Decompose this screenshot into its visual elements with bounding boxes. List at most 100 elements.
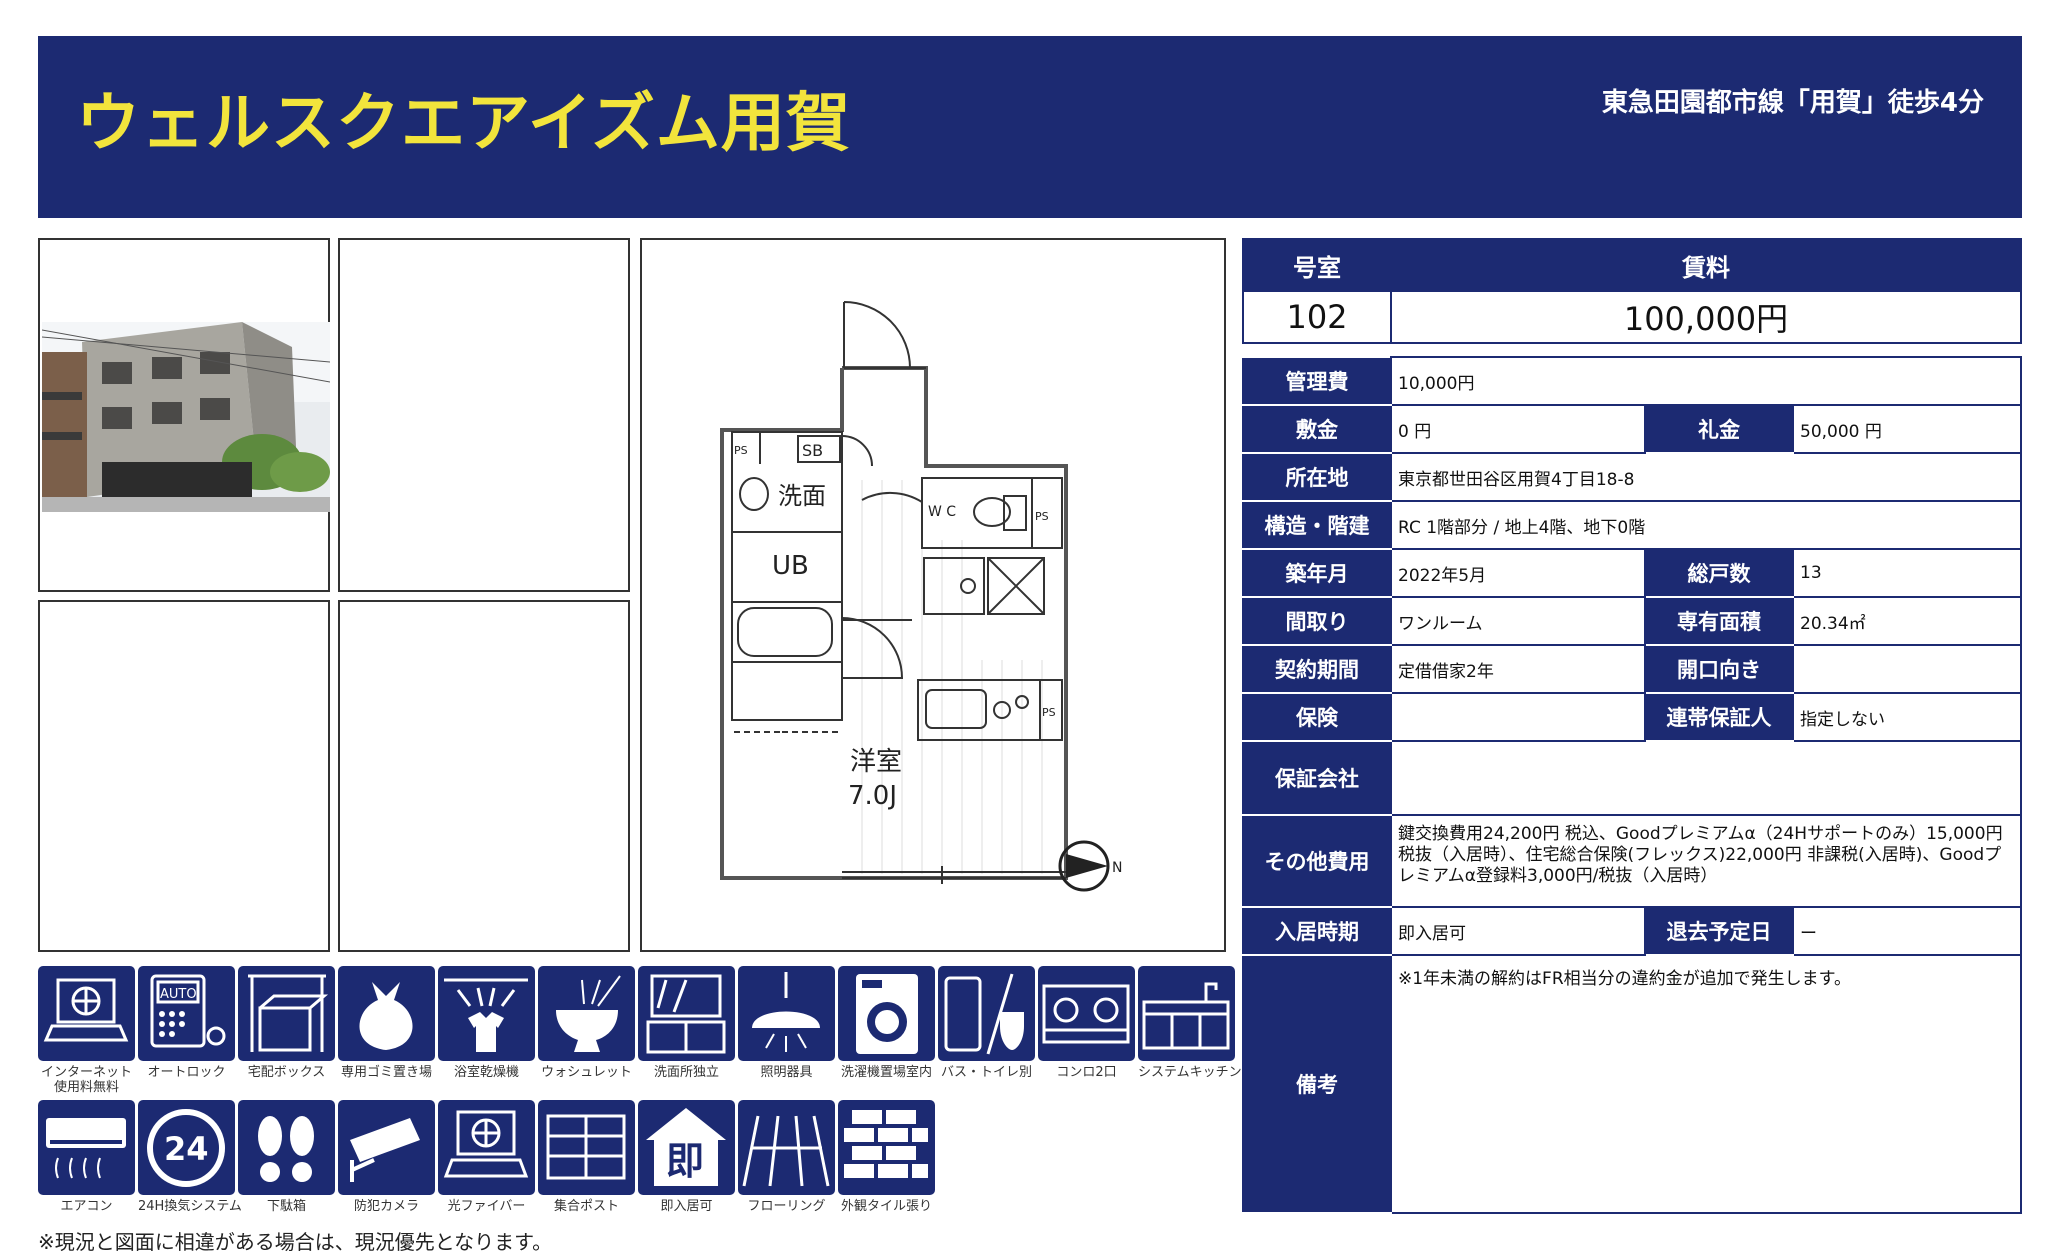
orientation-label: 開口向き [1644, 644, 1794, 694]
building-photo[interactable] [38, 238, 330, 592]
amenity-fiber-optic: 光ファイバー [438, 1100, 535, 1214]
amenity-washlet: ウォシュレット [538, 966, 635, 1080]
area-value: 20.34㎡ [1792, 596, 2022, 646]
amenity-garbage: 専用ゴミ置き場 [338, 966, 435, 1080]
security-camera-icon [350, 1118, 420, 1182]
room-label-ps-1: PS [734, 444, 748, 457]
amenity-label: フローリング [747, 1199, 826, 1214]
compass-label: N [1112, 860, 1122, 876]
fiber-optic-icon [443, 1110, 529, 1178]
property-title: ウェルスクエアイズム用賀 [76, 87, 851, 161]
photo-slot-2[interactable] [338, 238, 630, 592]
stove-icon [1042, 984, 1130, 1044]
built-label: 築年月 [1242, 548, 1392, 598]
room-number-label: 号室 [1242, 238, 1392, 292]
amenity-label: 集合ポスト [553, 1199, 619, 1214]
orientation-value [1792, 644, 2022, 694]
other-costs-label: その他費用 [1242, 814, 1392, 908]
amenity-label: 洗濯機置場室内 [840, 1065, 932, 1080]
amenity-label: 外観タイル張り [840, 1199, 932, 1214]
disclaimer-note: ※現況と図面に相違がある場合は、現況優先となります。 [38, 1230, 553, 1254]
mailbox-icon [546, 1114, 626, 1180]
structure-label: 構造・階建 [1242, 500, 1392, 550]
rent-label: 賃料 [1390, 238, 2022, 292]
photo-slot-3[interactable] [38, 600, 330, 952]
built-value: 2022年5月 [1390, 548, 1646, 598]
amenity-internet: インターネット 使用料無料 [38, 966, 135, 1095]
total-units-value: 13 [1792, 548, 2022, 598]
amenity-auto-lock: AUTO オートロック [138, 966, 235, 1080]
room-label-size: 7.0J [848, 781, 897, 811]
amenity-label: 洗面所独立 [653, 1065, 719, 1080]
move-in-value: 即入居可 [1390, 906, 1646, 956]
key-money-label: 礼金 [1644, 404, 1794, 454]
layout-label: 間取り [1242, 596, 1392, 646]
photo-slot-4[interactable] [338, 600, 630, 952]
amenity-label: 専用ゴミ置き場 [340, 1065, 432, 1080]
amenity-label: コンロ2口 [1056, 1065, 1117, 1080]
washer-icon [856, 974, 918, 1054]
amenity-washer: 洗濯機置場室内 [838, 966, 935, 1080]
guarantee-company-value [1390, 740, 2022, 816]
building-photo-image [42, 322, 330, 512]
management-fee-label: 管理費 [1242, 356, 1392, 406]
room-label-ps-3: PS [1042, 706, 1056, 719]
amenity-immediate-move-in: 即 即入居可 [638, 1100, 735, 1214]
rent-value: 100,000円 [1390, 290, 2022, 344]
remarks-label: 備考 [1242, 954, 1392, 1214]
amenity-bath-toilet: バス・トイレ別 [938, 966, 1035, 1080]
deposit-value: 0 円 [1390, 404, 1646, 454]
other-costs-value: 鍵交換費用24,200円 税込、Goodプレミアムα（24Hサポートのみ）15,… [1390, 814, 2022, 908]
insurance-label: 保険 [1242, 692, 1392, 742]
auto-lock-glyph: AUTO [160, 987, 197, 1002]
amenity-bathroom-dryer: 浴室乾燥機 [438, 966, 535, 1080]
amenity-label: 照明器具 [760, 1065, 813, 1080]
amenity-label: 浴室乾燥機 [453, 1065, 519, 1080]
move-out-value: ー [1792, 906, 2022, 956]
floor-plan-drawing: PS SB 洗面 UB W C PS PS 洋室 7.0J N [720, 301, 1122, 892]
auto-lock-icon: AUTO [150, 974, 226, 1048]
air-conditioner-icon [46, 1118, 126, 1179]
amenity-label: 下駄箱 [266, 1199, 306, 1214]
total-units-label: 総戸数 [1644, 548, 1794, 598]
deposit-label: 敷金 [1242, 404, 1392, 454]
amenity-label: バス・トイレ別 [940, 1065, 1032, 1080]
amenity-flooring: フローリング [738, 1100, 835, 1214]
amenity-label: 即入居可 [660, 1199, 713, 1214]
amenity-shoe-box: 下駄箱 [238, 1100, 335, 1214]
room-label-washroom: 洗面 [778, 482, 826, 510]
contract-value: 定借借家2年 [1390, 644, 1646, 694]
layout-value: ワンルーム [1390, 596, 1646, 646]
shoe-box-icon [258, 1116, 314, 1182]
address-label: 所在地 [1242, 452, 1392, 502]
amenity-kitchen: システムキッチン [1138, 966, 1242, 1080]
guarantee-company-label: 保証会社 [1242, 740, 1392, 816]
header-banner: ウェルスクエアイズム用賀 東急田園都市線「用賀」徒歩4分 [38, 36, 2022, 218]
tile-exterior-icon [844, 1110, 928, 1178]
floor-plan[interactable]: PS SB 洗面 UB W C PS PS 洋室 7.0J N [640, 238, 1226, 952]
compass-icon: N [1058, 840, 1122, 892]
amenity-label: システムキッチン [1138, 1065, 1242, 1080]
remarks-value: ※1年未満の解約はFR相当分の違約金が追加で発生します。 [1390, 954, 2022, 1214]
move-out-label: 退去予定日 [1644, 906, 1794, 956]
move-in-glyph: 即 [666, 1139, 704, 1183]
ventilation-glyph: 24 [164, 1130, 209, 1168]
amenity-label: 宅配ボックス [247, 1065, 326, 1080]
management-fee-value: 10,000円 [1390, 356, 2022, 406]
amenity-label: エアコン [60, 1199, 113, 1214]
room-label-ps-2: PS [1035, 510, 1049, 523]
washlet-icon [556, 975, 621, 1052]
lighting-icon [752, 972, 820, 1052]
immediate-move-in-icon: 即 [646, 1108, 726, 1186]
area-label: 専有面積 [1644, 596, 1794, 646]
summary-table: 号室 賃料 102 100,000円 [1242, 238, 2022, 344]
flooring-icon [742, 1115, 830, 1187]
guarantor-value: 指定しない [1792, 692, 2022, 742]
contract-label: 契約期間 [1242, 644, 1392, 694]
move-in-label: 入居時期 [1242, 906, 1392, 956]
guarantor-label: 連帯保証人 [1644, 692, 1794, 742]
delivery-box-icon [248, 974, 329, 1052]
bath-toilet-icon [944, 973, 1024, 1055]
amenity-air-conditioner: エアコン [38, 1100, 135, 1214]
amenity-label: 24H換気システム [138, 1199, 242, 1214]
